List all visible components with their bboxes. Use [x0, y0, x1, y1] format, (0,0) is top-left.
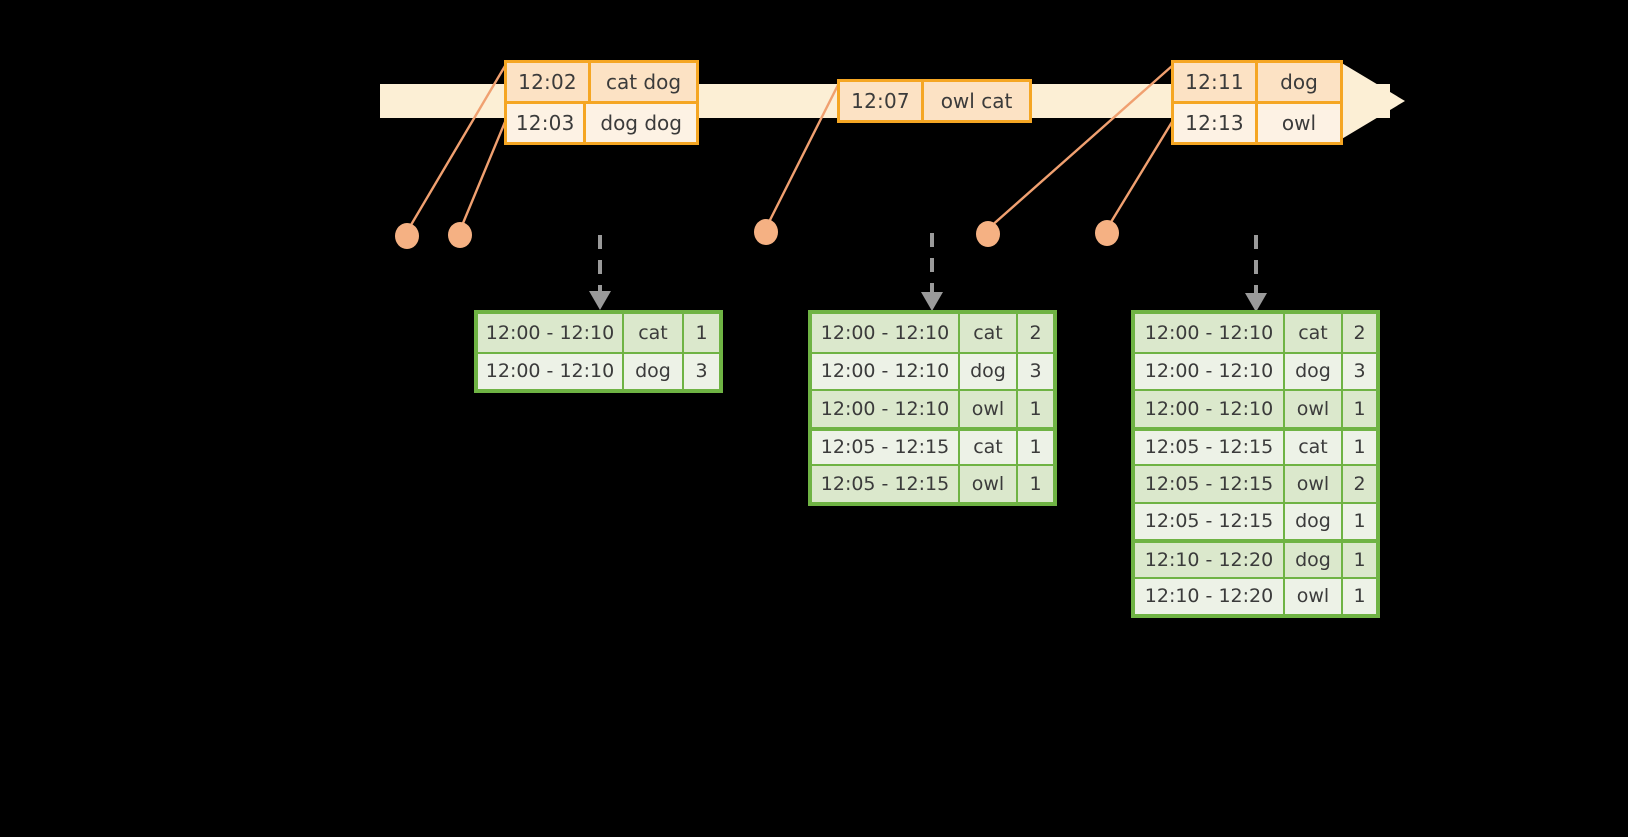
event-words: dog: [1280, 70, 1318, 94]
word-cell: dog: [1285, 543, 1343, 577]
count-cell: 1: [1353, 510, 1366, 533]
event-group-2[interactable]: 12:07 owl cat: [837, 79, 1032, 123]
window-cell: 12:05 - 12:15: [1135, 430, 1285, 464]
count-cell: 2: [1353, 321, 1366, 344]
window-cell: 12:05 - 12:15: [812, 430, 960, 464]
count-cell: 1: [695, 321, 708, 344]
trigger-arrows: [589, 233, 1267, 312]
event-marker-2-dot: [448, 222, 472, 248]
event-words: dog dog: [600, 111, 682, 135]
table-row: 12:05 - 12:15 owl 1: [812, 464, 1053, 502]
word-cell: dog: [960, 353, 1018, 389]
word-cell: owl: [960, 466, 1018, 502]
window-cell: 12:10 - 12:20: [1135, 578, 1285, 614]
window-cell: 12:10 - 12:20: [1135, 543, 1285, 577]
event-words: cat dog: [605, 70, 682, 94]
table-row: 12:00 - 12:10 dog 3: [1135, 351, 1376, 389]
word-cell: dog: [624, 353, 684, 389]
table-row: 12:10 - 12:20 dog 1: [1135, 539, 1376, 577]
word-cell: cat: [960, 314, 1018, 352]
event-marker-3-dot: [754, 219, 778, 245]
window-cell: 12:05 - 12:15: [1135, 503, 1285, 539]
window-cell: 12:00 - 12:10: [478, 314, 624, 352]
event-time: 12:03: [507, 104, 587, 142]
window-cell: 12:00 - 12:10: [1135, 391, 1285, 427]
result-table-1: 12:00 - 12:10 cat 1 12:00 - 12:10 dog 3: [474, 310, 723, 393]
event-marker-5-dot: [1095, 220, 1119, 246]
window-cell: 12:00 - 12:10: [812, 314, 960, 352]
word-cell: owl: [960, 391, 1018, 427]
table-row: 12:05 - 12:15 owl 2: [1135, 464, 1376, 502]
table-row: 12:10 - 12:20 owl 1: [1135, 576, 1376, 614]
result-table-3: 12:00 - 12:10 cat 2 12:00 - 12:10 dog 3 …: [1131, 310, 1380, 618]
event-row: 12:02 cat dog: [507, 63, 696, 101]
table-row: 12:00 - 12:10 owl 1: [1135, 389, 1376, 427]
word-cell: cat: [1285, 430, 1343, 464]
table-row: 12:05 - 12:15 dog 1: [1135, 501, 1376, 539]
result-table-2: 12:00 - 12:10 cat 2 12:00 - 12:10 dog 3 …: [808, 310, 1057, 506]
word-cell: owl: [1285, 466, 1343, 502]
event-time: 12:02: [507, 63, 591, 101]
count-cell: 2: [1353, 472, 1366, 495]
event-time: 12:13: [1174, 104, 1258, 142]
word-cell: cat: [1285, 314, 1343, 352]
window-cell: 12:00 - 12:10: [812, 353, 960, 389]
window-cell: 12:00 - 12:10: [812, 391, 960, 427]
count-cell: 1: [1029, 472, 1042, 495]
event-row: 12:03 dog dog: [507, 101, 696, 142]
event-row: 12:07 owl cat: [840, 82, 1029, 120]
table-row: 12:00 - 12:10 owl 1: [812, 389, 1053, 427]
event-words: owl cat: [940, 89, 1013, 113]
word-cell: cat: [624, 314, 684, 352]
count-cell: 1: [1029, 436, 1042, 459]
table-row: 12:05 - 12:15 cat 1: [1135, 426, 1376, 464]
trigger-arrow-2: [921, 233, 943, 311]
trigger-arrow-3: [1245, 235, 1267, 312]
count-cell: 1: [1353, 397, 1366, 420]
word-cell: dog: [1285, 353, 1343, 389]
table-row: 12:00 - 12:10 cat 2: [1135, 314, 1376, 352]
count-cell: 1: [1353, 585, 1366, 608]
window-cell: 12:00 - 12:10: [1135, 353, 1285, 389]
event-row: 12:13 owl: [1174, 101, 1340, 142]
word-cell: owl: [1285, 391, 1343, 427]
event-marker-1-dot: [395, 223, 419, 249]
event-words: owl: [1281, 111, 1317, 135]
count-cell: 3: [1353, 360, 1366, 383]
word-cell: cat: [960, 430, 1018, 464]
count-cell: 1: [1353, 548, 1366, 571]
event-time: 12:11: [1174, 63, 1258, 101]
count-cell: 1: [1353, 436, 1366, 459]
count-cell: 1: [1029, 397, 1042, 420]
table-row: 12:00 - 12:10 dog 3: [812, 351, 1053, 389]
event-group-1[interactable]: 12:02 cat dog 12:03 dog dog: [504, 60, 699, 145]
event-dots: [395, 219, 1119, 249]
table-row: 12:00 - 12:10 dog 3: [478, 351, 719, 389]
event-time: 12:07: [840, 82, 924, 120]
window-cell: 12:05 - 12:15: [812, 466, 960, 502]
word-cell: owl: [1285, 578, 1343, 614]
event-marker-4-dot: [976, 221, 1000, 247]
table-row: 12:00 - 12:10 cat 1: [478, 314, 719, 352]
window-cell: 12:00 - 12:10: [1135, 314, 1285, 352]
count-cell: 3: [1029, 360, 1042, 383]
window-cell: 12:00 - 12:10: [478, 353, 624, 389]
event-row: 12:11 dog: [1174, 63, 1340, 101]
table-row: 12:05 - 12:15 cat 1: [812, 426, 1053, 464]
table-row: 12:00 - 12:10 cat 2: [812, 314, 1053, 352]
word-cell: dog: [1285, 503, 1343, 539]
trigger-arrow-1: [589, 235, 611, 310]
window-cell: 12:05 - 12:15: [1135, 466, 1285, 502]
event-group-3[interactable]: 12:11 dog 12:13 owl: [1171, 60, 1343, 145]
count-cell: 2: [1029, 321, 1042, 344]
count-cell: 3: [695, 360, 708, 383]
